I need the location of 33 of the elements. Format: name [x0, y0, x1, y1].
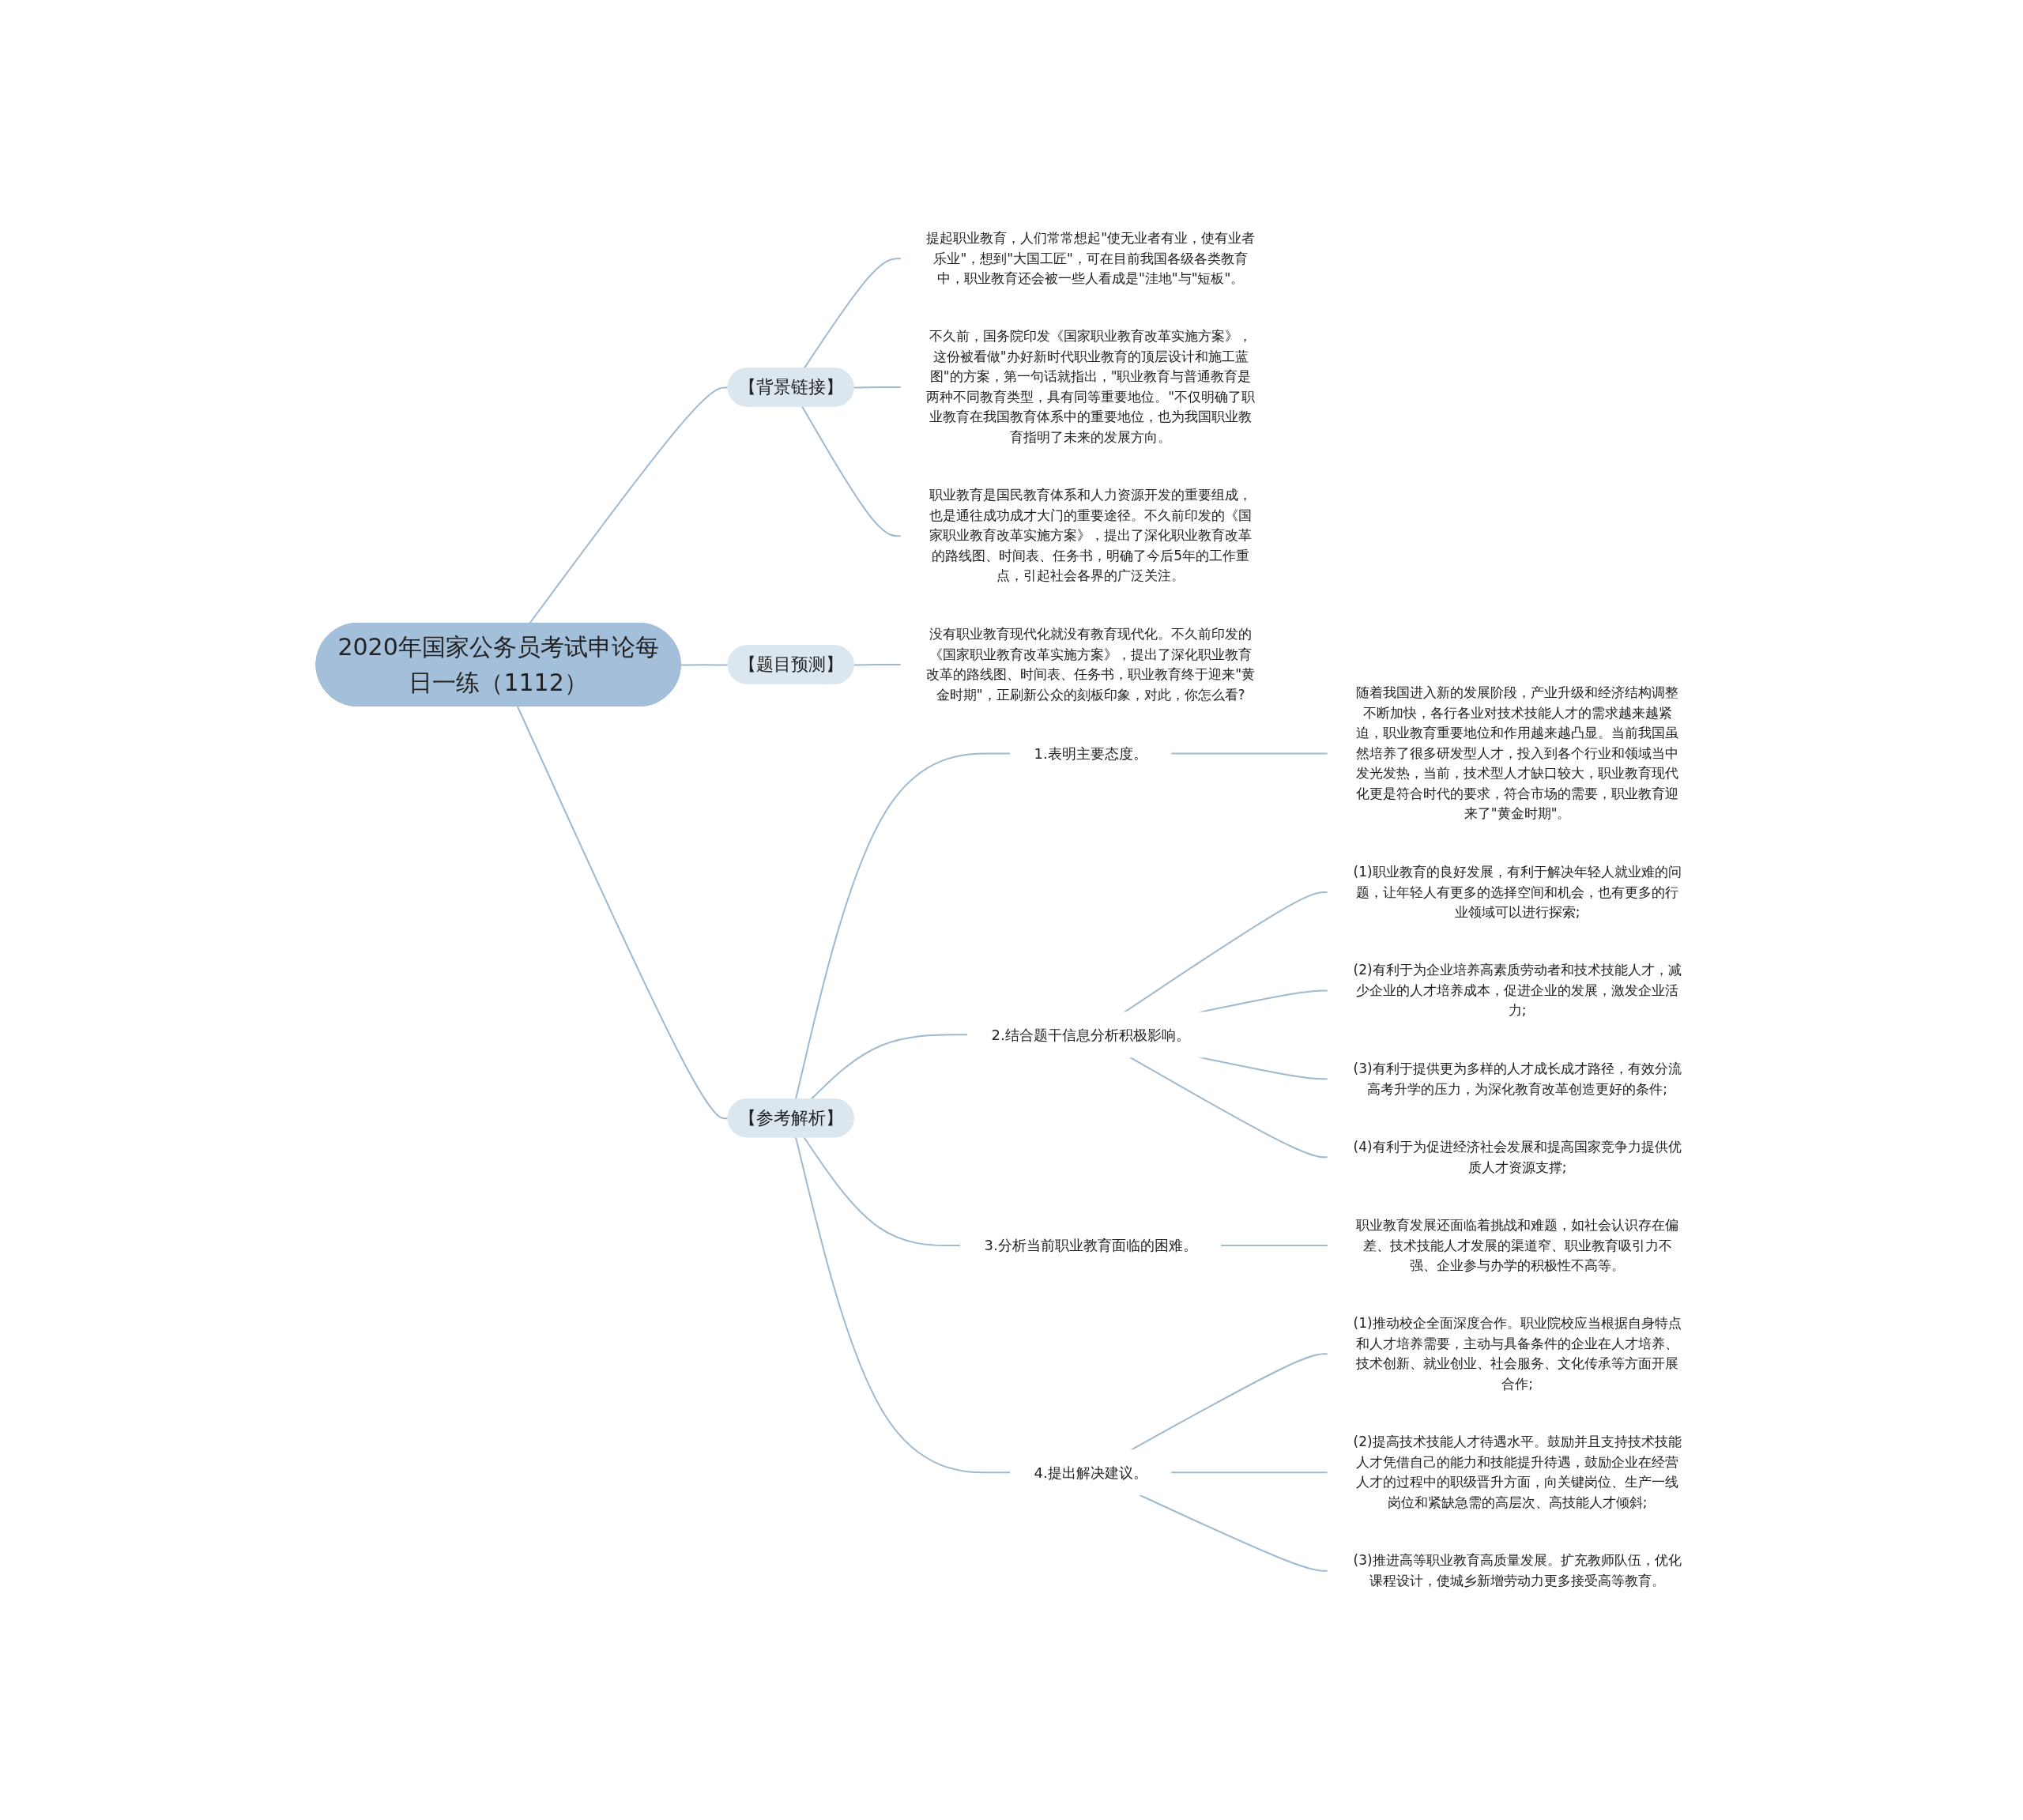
- connector: [803, 258, 902, 370]
- connector: [794, 752, 1012, 1101]
- connector: [853, 386, 902, 389]
- connector: [794, 1136, 1012, 1474]
- node-text: 职业教育是国民教育体系和人力资源开发的重要组成，也是通往成功成才大门的重要途径。不久前印发的《国家职业教育改革实施方案》，提出了深化职业教育改革的路线图、时间表、任务书，明确了今后5年的工作重点，引起社会各界的广泛关注。: [929, 487, 1253, 584]
- connector: [516, 706, 729, 1120]
- node-text: 不久前，国务院印发《国家职业教育改革实施方案》，这份被看做"办好新时代职业教育的顶层设计和施工蓝图"的方案，第一句话就指出，"职业教育与普通教育是两种不同教育类型，具有同等重要地位。"不仅明确了职业教育在我国教育体系中的重要地位，也为我国职业教育指明了未来的发展方向。: [926, 328, 1255, 446]
- node-text: 提起职业教育，人们常常想起"使无业者有业，使有业者乐业"，想到"大国工匠"，可在目前我国各级各类教育中，职业教育还会被一些人看成是"洼地"与"短板"。: [926, 230, 1255, 287]
- node-text: 职业教育发展还面临着挑战和难题，如社会认识存在偏差、技术技能人才发展的渠道窄、职业教育吸引力不强、企业参与办学的积极性不高等。: [1356, 1217, 1679, 1274]
- connector: [1130, 1353, 1329, 1452]
- connector: [803, 1136, 962, 1247]
- connector: [810, 1034, 969, 1101]
- node-text: 1.表明主要态度。: [1034, 745, 1147, 763]
- node-text: (4)有利于为促进经济社会发展和提高国家竞争力提供优质人才资源支撑;: [1353, 1139, 1682, 1175]
- node-text: 没有职业教育现代化就没有教育现代化。不久前印发的《国家职业教育改革实施方案》，提出了深化职业教育改革的路线图、时间表、任务书，职业教育终于迎来"黄金时期"，正刷新公众的刻板印象，对此，你怎么看?: [926, 626, 1255, 703]
- node-text: 2.结合题干信息分析积极影响。: [991, 1027, 1190, 1044]
- connector: [1198, 989, 1329, 1014]
- connector: [801, 405, 902, 537]
- node-text: (2)提高技术技能人才待遇水平。鼓励并且支持技术技能人才凭借自己的能力和技能提升待遇，鼓励企业在经营人才的过程中的职级晋升方面，向关键岗位、生产一线岗位和紧缺急需的高层次、高技能人才倾斜;: [1353, 1434, 1682, 1511]
- connector: [1219, 1245, 1329, 1247]
- connector: [1123, 891, 1329, 1014]
- node-text: 随着我国进入新的发展阶段，产业升级和经济结构调整不断加快，各行各业对技术技能人才的需求越来越紧迫，职业教育重要地位和作用越来越凸显。当前我国虽然培养了很多研发型人才，投入到各个行业和领域当中发光发热，当前，技术型人才缺口较大，职业教育现代化更是符合时代的要求，符合市场的需要，职业教育迎来了"黄金时期"。: [1356, 684, 1679, 822]
- connector: [1170, 752, 1329, 755]
- node-text: (2)有利于为企业培养高素质劳动者和技术技能人才，减少企业的人才培养成本，促进企业的发展，激发企业活力;: [1353, 962, 1682, 1019]
- node-text: (1)推动校企全面深度合作。职业院校应当根据自身特点和人才培养需要，主动与具备条件的企业在人才培养、技术创新、就业创业、社会服务、文化传承等方面开展合作;: [1353, 1315, 1682, 1392]
- connector: [1170, 1471, 1329, 1474]
- node-text: 4.提出解决建议。: [1034, 1464, 1147, 1482]
- connector: [853, 664, 902, 666]
- node-text: (3)有利于提供更为多样的人才成长成才路径，有效分流高考升学的压力，为深化教育改革创造更好的条件;: [1353, 1061, 1682, 1097]
- node-text: 3.分析当前职业教育面临的困难。: [984, 1237, 1197, 1254]
- node-text: (3)推进高等职业教育高质量发展。扩充教师队伍，优化课程设计，使城乡新增劳动力更多接受高等教育。: [1353, 1552, 1682, 1589]
- node-text: (1)职业教育的良好发展，有利于解决年轻人就业难的问题，让年轻人有更多的选择空间和机会，也有更多的行业领域可以进行探索;: [1353, 864, 1682, 921]
- connector: [680, 664, 729, 666]
